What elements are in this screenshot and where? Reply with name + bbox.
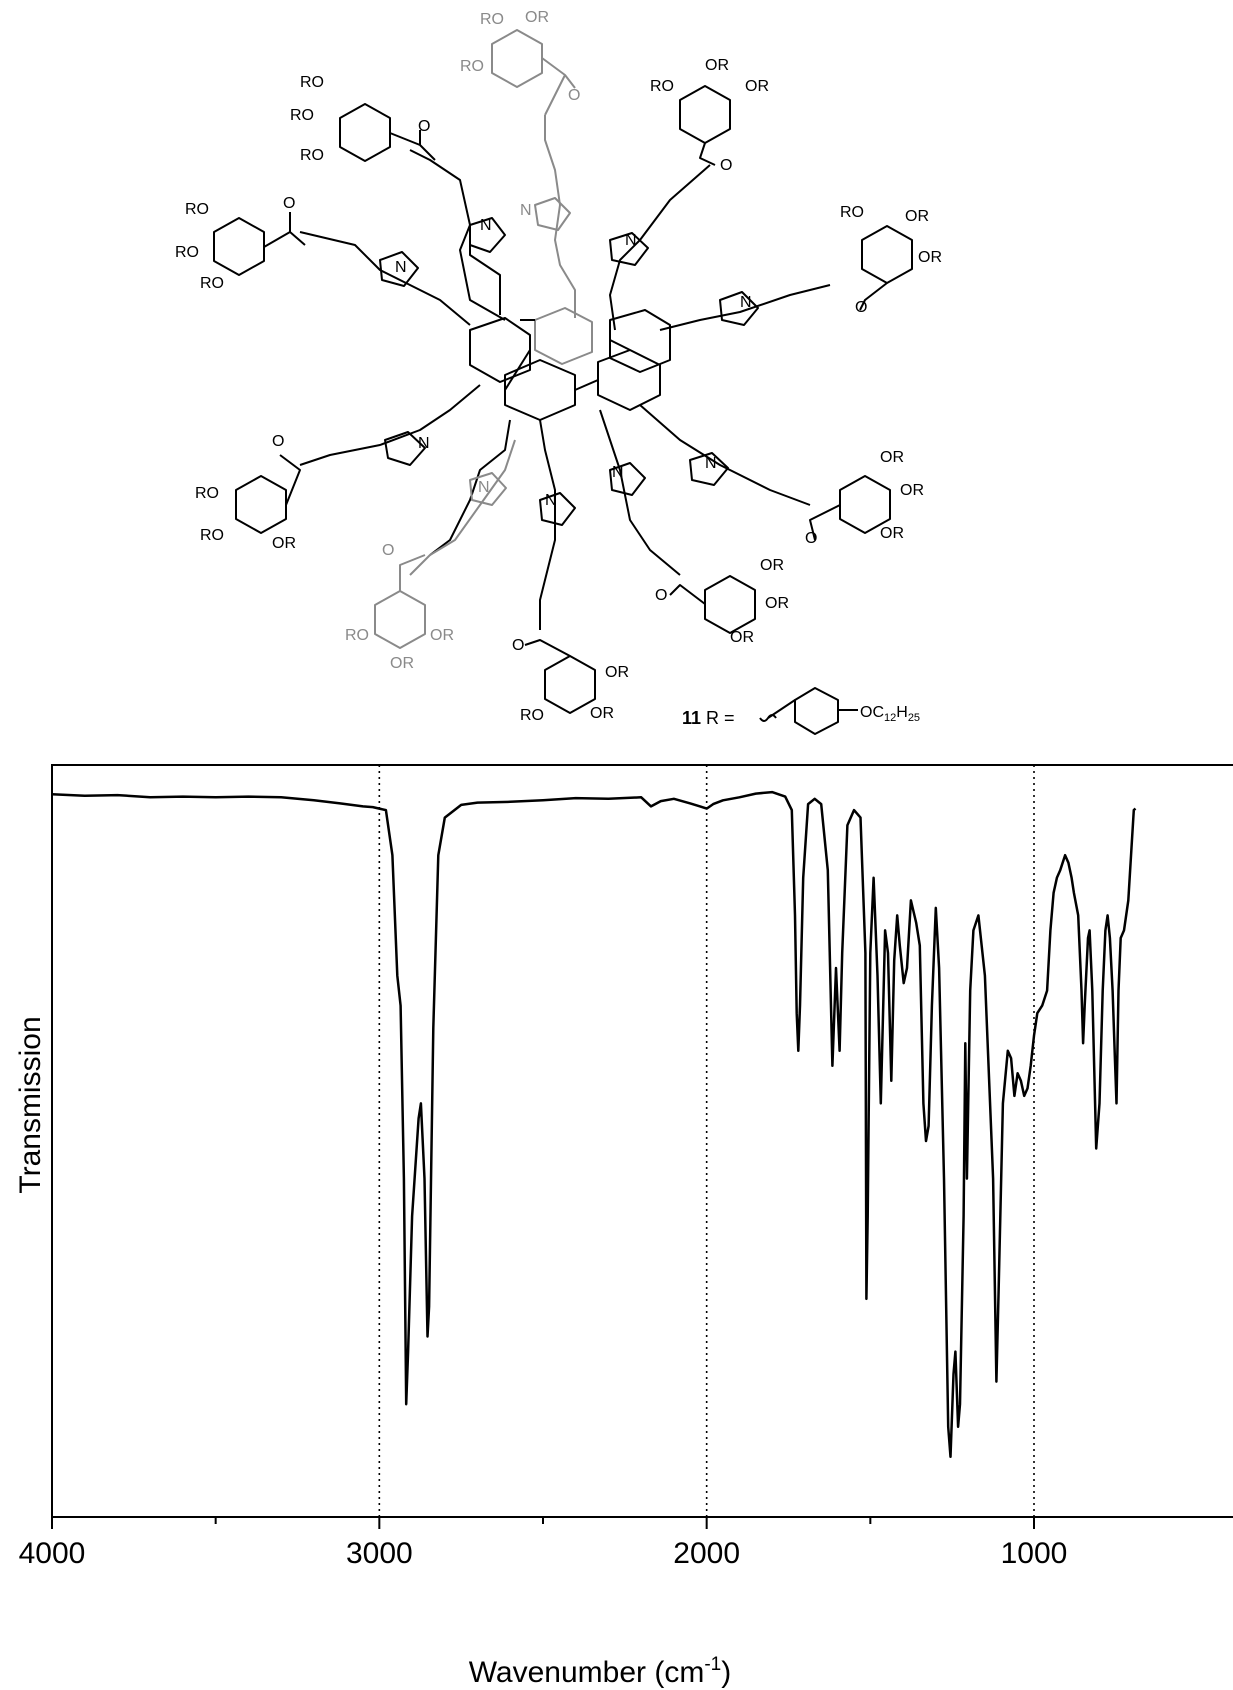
x-tick-label: 1000 (1001, 1537, 1068, 1570)
atom-label: OR (430, 627, 454, 644)
y-axis-label: Transmission (14, 1016, 47, 1193)
atom-label: OR (705, 57, 729, 74)
r-substituent (759, 687, 858, 735)
atom-label: OR (900, 482, 924, 499)
gray-gallate-rings (374, 29, 543, 649)
atom-label: OR (605, 664, 629, 681)
atom-label: O (283, 195, 295, 212)
atom-label: RO (300, 147, 324, 164)
gray-triazole-rings (469, 197, 571, 506)
atom-label: RO (840, 204, 864, 221)
atom-label: O (382, 542, 394, 559)
atom-label: RO (345, 627, 369, 644)
atom-label: RO (200, 275, 224, 292)
gray-ester-bonds (399, 57, 576, 591)
x-tick-label: 4000 (19, 1537, 86, 1570)
atom-label: OR (918, 249, 942, 266)
atom-label: N (395, 259, 407, 276)
atom-label: N (478, 479, 490, 496)
x-axis-ticks (51, 1517, 1035, 1529)
ester-bonds (263, 130, 888, 657)
atom-label: O (512, 637, 524, 654)
atom-label: OR (390, 655, 414, 672)
svg-text:11 R =: 11 R = (682, 708, 735, 728)
atom-label: O (855, 299, 867, 316)
atom-label: OR (590, 705, 614, 722)
structure-labels: RO RO RO RO RO RO RO RO OR RO OR OR OR O… (175, 57, 942, 724)
substituent-prefix: OC (860, 704, 884, 721)
atom-label: RO (200, 527, 224, 544)
atom-label: O (655, 587, 667, 604)
atom-label: RO (300, 74, 324, 91)
atom-label: N (480, 217, 492, 234)
atom-label: RO (175, 244, 199, 261)
atom-label: O (568, 87, 580, 104)
structure-diagram (213, 29, 913, 735)
x-axis-tick-labels: 4000 3000 2000 1000 (19, 1537, 1068, 1570)
atom-label: OR (525, 9, 549, 26)
atom-label: OR (880, 525, 904, 542)
atom-label: N (545, 492, 557, 509)
atom-label: OR (730, 629, 754, 646)
atom-label: RO (185, 201, 209, 218)
arm-linkers (299, 149, 831, 630)
x-tick-label: 3000 (346, 1537, 413, 1570)
atom-label: N (520, 202, 532, 219)
plot-frame (51, 764, 1233, 1518)
svg-text:OC12H25: OC12H25 (860, 704, 920, 724)
atom-label: OR (745, 78, 769, 95)
atom-label: N (418, 435, 430, 452)
atom-label: O (720, 157, 732, 174)
atom-label: N (625, 232, 637, 249)
atom-label: OR (760, 557, 784, 574)
r-group-label: R = (701, 708, 735, 728)
atom-label: RO (650, 78, 674, 95)
atom-label: N (705, 455, 717, 472)
x-tick-label: 2000 (673, 1537, 740, 1570)
atom-label: RO (195, 485, 219, 502)
x-axis-label: Wavenumber (cm-1) (469, 1654, 732, 1689)
structure-labels-gray: RO OR RO RO OR OR O O N N (345, 9, 580, 672)
atom-label: O (805, 530, 817, 547)
ir-spectrum-chart: 4000 3000 2000 1000 Wavenumber (cm-1) Trans… (14, 764, 1233, 1689)
atom-label: OR (765, 595, 789, 612)
atom-label: RO (480, 11, 504, 28)
atom-label: RO (460, 58, 484, 75)
substituent-c-count: 12 (884, 712, 896, 724)
gallate-rings (213, 85, 913, 714)
triazole-rings (379, 217, 759, 526)
atom-label: OR (905, 208, 929, 225)
spectrum-line (51, 790, 1137, 1459)
calixarene-core (469, 307, 671, 421)
compound-label: 11 R = OC12H25 (682, 704, 920, 728)
gray-arms (409, 115, 576, 576)
atom-label: N (612, 464, 624, 481)
substituent-h: H (896, 704, 908, 721)
substituent-h-count: 25 (908, 712, 920, 724)
compound-number: 11 (682, 708, 701, 728)
atom-label: OR (880, 449, 904, 466)
atom-label: N (740, 294, 752, 311)
atom-label: RO (290, 107, 314, 124)
atom-label: RO (520, 707, 544, 724)
atom-label: OR (272, 535, 296, 552)
reference-lines (378, 765, 1035, 1517)
atom-label: O (272, 433, 284, 450)
atom-label: O (418, 118, 430, 135)
